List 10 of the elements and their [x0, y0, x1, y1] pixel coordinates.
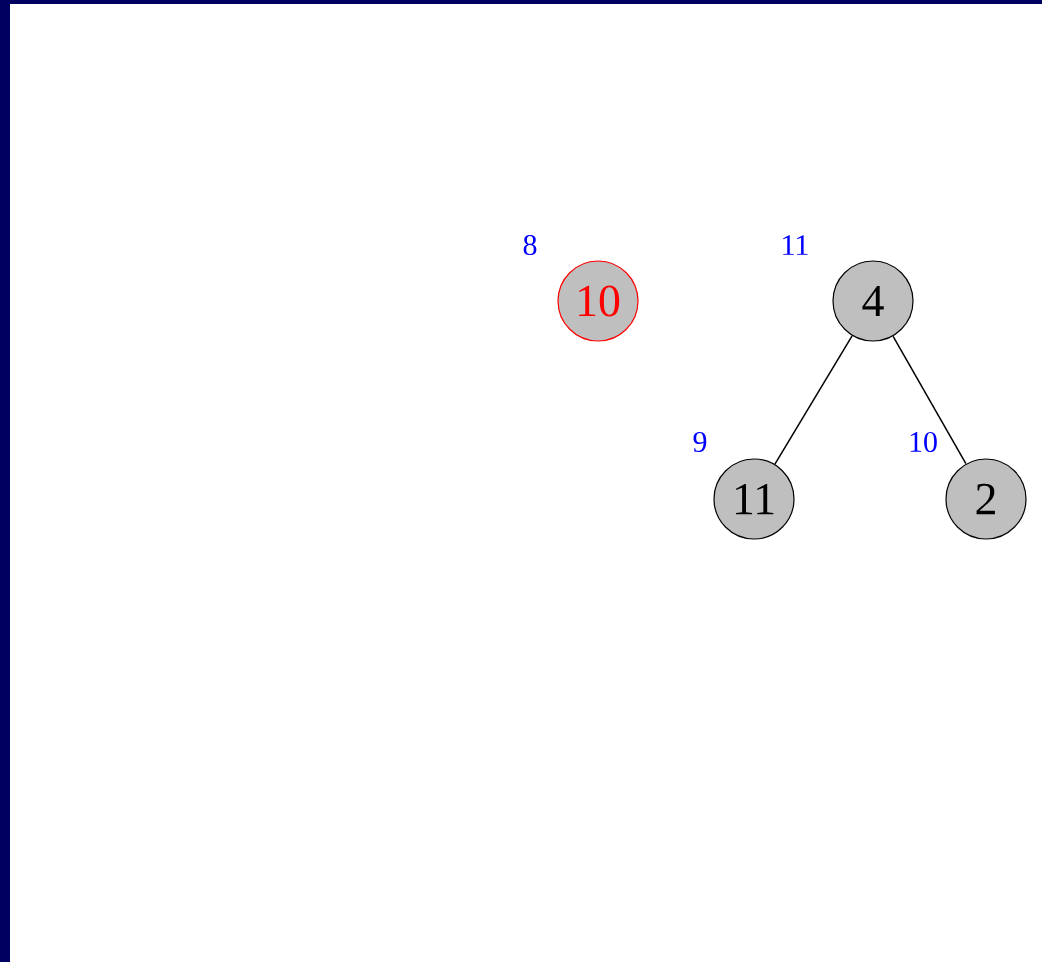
- tree-node: 10: [557, 260, 639, 342]
- index-label: 10: [910, 431, 937, 453]
- tree-node: 4: [832, 260, 914, 342]
- tree-edge: [892, 335, 967, 465]
- tree-node: 2: [945, 458, 1027, 540]
- index-label: 8: [523, 234, 537, 256]
- tree-node: 11: [713, 458, 795, 540]
- index-label: 11: [783, 235, 808, 255]
- index-label: 9: [693, 431, 707, 453]
- tree-edge: [774, 335, 853, 465]
